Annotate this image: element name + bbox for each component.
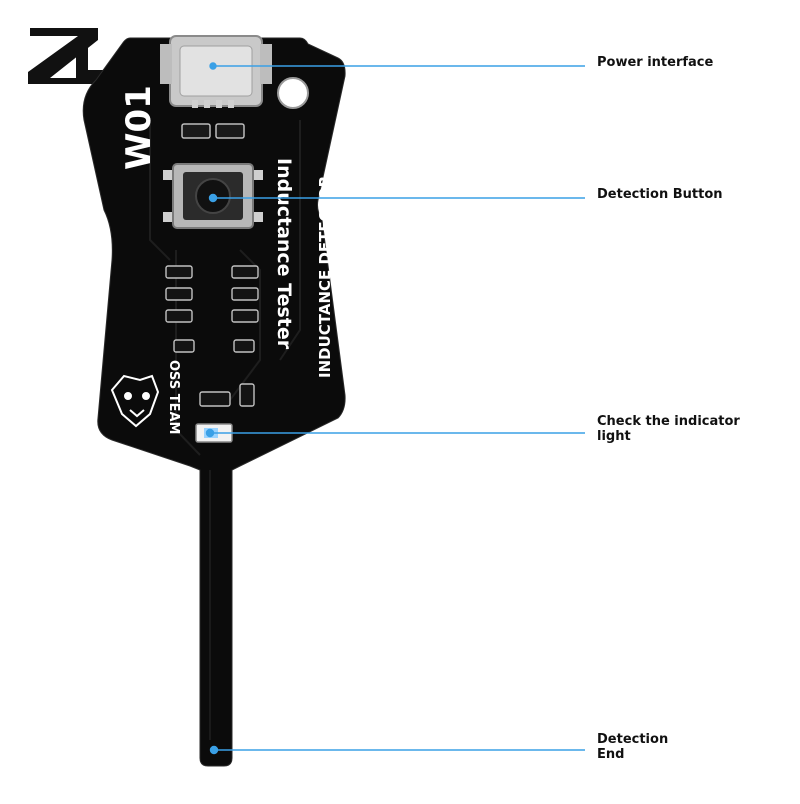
smd-resistors-top <box>181 123 245 139</box>
product-name-alt-label: INDUCTANCE DETECTOR <box>316 175 334 378</box>
callout-dot-indicator <box>205 428 215 438</box>
callout-dot-power <box>209 62 217 70</box>
callout-label-power-line1: Power interface <box>597 55 714 70</box>
callout-label-indicator-line1: Check the indicator <box>597 414 740 429</box>
callout-lines <box>205 62 585 755</box>
mounting-hole <box>277 77 309 109</box>
callout-label-button-line1: Detection Button <box>597 187 723 202</box>
usb-c-connector <box>160 35 272 108</box>
smd-components <box>165 265 259 407</box>
callout-label-indicator-line2: light <box>597 429 631 444</box>
callout-label-end: Detection End <box>597 732 668 762</box>
callout-dot-button <box>208 193 218 203</box>
zl-brand-logo-icon <box>28 28 104 84</box>
team-label: OSS TEAM <box>166 360 181 434</box>
oss-team-tiger-logo-icon <box>110 374 160 428</box>
callout-label-end-line1: Detection <box>597 732 669 747</box>
callout-label-indicator: Check the indicator light <box>597 414 740 444</box>
callout-label-button: Detection Button <box>597 187 723 202</box>
callout-label-power: Power interface <box>597 55 713 70</box>
product-name-label: Inductance Tester <box>273 158 295 350</box>
board-model-label: W01 <box>119 85 159 170</box>
callout-dot-end <box>209 745 219 755</box>
callout-label-end-line2: End <box>597 747 625 762</box>
